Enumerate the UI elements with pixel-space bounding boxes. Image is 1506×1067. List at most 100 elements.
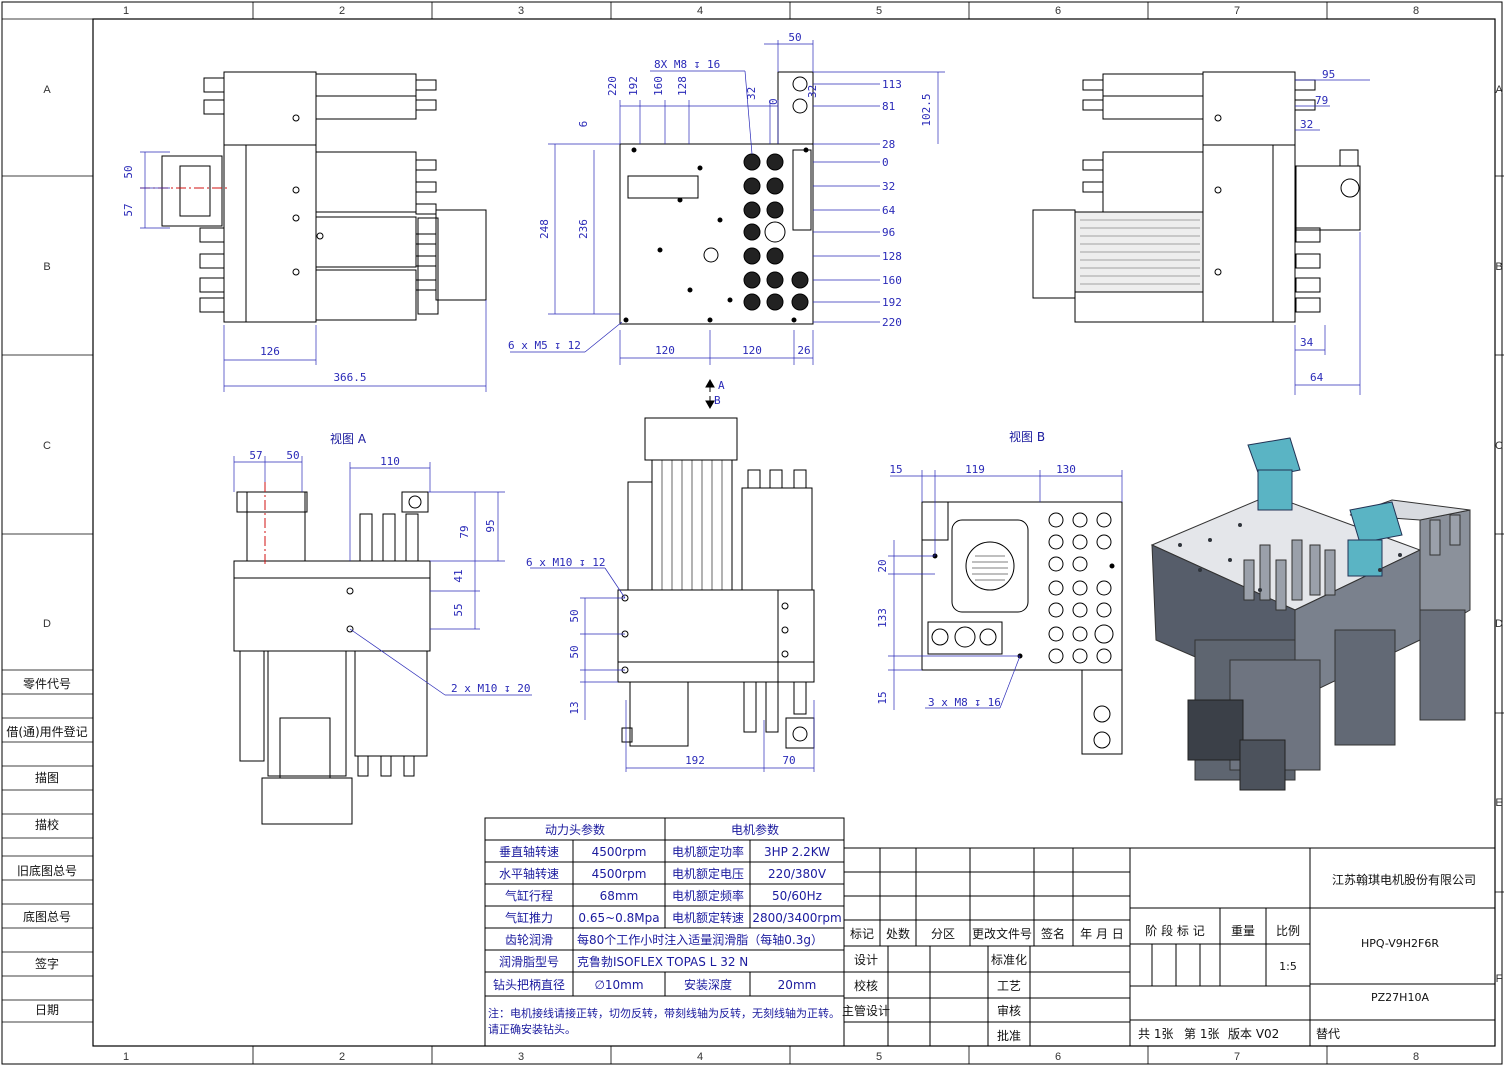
role-label: 工艺	[997, 979, 1021, 993]
dim-label: 50	[788, 31, 801, 44]
side-label-part-code: 零件代号	[23, 677, 71, 691]
lubrication-value: 每80个工作小时注入适量润滑脂（每轴0.3g）	[577, 932, 823, 947]
dim-label: 160	[652, 76, 665, 96]
dim-label: 81	[882, 100, 895, 113]
dim-label: 102.5	[920, 93, 933, 126]
dim-label: 70	[782, 754, 795, 767]
role-label: 批准	[997, 1028, 1021, 1043]
version: 版本 V02	[1228, 1027, 1279, 1041]
side-label-sign: 签字	[35, 956, 59, 971]
param-key: 气缸行程	[505, 888, 553, 903]
param-key: 电机额定功率	[672, 844, 744, 859]
view-b-label: 视图 B	[1009, 429, 1045, 444]
weight-label: 重量	[1231, 924, 1255, 938]
dim-label: 32	[745, 87, 758, 100]
iso-render	[1150, 437, 1471, 791]
dim-label: 96	[882, 226, 895, 239]
side-label-trace-check: 描校	[35, 817, 59, 832]
dims-front	[530, 567, 815, 772]
role-label: 校核	[854, 978, 878, 993]
param-value: 220/380V	[768, 867, 827, 881]
plan-bottom-dims: 120 120 26	[655, 344, 811, 357]
stage-mark: 阶 段 标 记	[1145, 923, 1204, 938]
col-label: 1	[123, 5, 129, 17]
dim-label: 113	[882, 78, 902, 91]
row-labels-right: A B C D E F	[1495, 84, 1503, 985]
dim-label: 28	[882, 138, 895, 151]
row-label: E	[1495, 797, 1502, 809]
role-label: 标准化	[991, 953, 1027, 967]
callout-m8: 8X M8 ↧ 16	[654, 58, 720, 71]
param-value: 50/60Hz	[772, 889, 822, 903]
param-key: 垂直轴转速	[499, 844, 559, 859]
dim-label: 366.5	[333, 371, 366, 384]
plan-view	[619, 71, 814, 325]
param-value: 4500rpm	[592, 867, 647, 881]
motor-params-title: 电机参数	[731, 822, 779, 837]
dim-label: 192	[627, 76, 640, 96]
dim-label: 220	[882, 316, 902, 329]
company-name: 江苏翰琪电机股份有限公司	[1332, 872, 1476, 887]
front-view	[617, 417, 815, 749]
col-label: 5	[876, 1051, 882, 1063]
rev-header: 签名	[1041, 926, 1065, 941]
param-value: 2800/3400rpm	[752, 911, 841, 925]
dim-label: 128	[882, 250, 902, 263]
dims-view-b	[888, 470, 1123, 710]
dim-label: 32	[1300, 118, 1313, 131]
param-value: 20mm	[778, 978, 817, 992]
title-block-grid	[844, 847, 1495, 1046]
dim-label: 64	[1310, 371, 1324, 384]
side-label-base: 底图总号	[23, 909, 71, 924]
col-label: 2	[339, 5, 345, 17]
col-label: 7	[1234, 1051, 1240, 1063]
scale-label: 比例	[1276, 924, 1300, 938]
view-a-label: 视图 A	[330, 431, 367, 446]
dim-label: 34	[1300, 336, 1314, 349]
dim-label: 41	[452, 569, 465, 582]
dim-label: 15	[889, 463, 902, 476]
dim-label: 248	[538, 219, 551, 239]
replace-label: 替代	[1316, 1027, 1340, 1041]
note-line-2: 请正确安装钻头。	[488, 1022, 576, 1036]
side-table	[2, 693, 93, 1023]
param-value: 4500rpm	[592, 845, 647, 859]
dim-label: 57	[249, 449, 262, 462]
rev-header: 处数	[886, 926, 910, 941]
dim-label: 55	[452, 603, 465, 616]
column-grid	[2, 2, 1328, 1064]
plan-left-dims: 6 248 236	[538, 121, 590, 239]
callout-m5: 6 x M5 ↧ 12	[508, 339, 581, 352]
param-key: 电机额定转速	[672, 910, 744, 925]
dim-label: 119	[965, 463, 985, 476]
dim-label: 15	[876, 691, 889, 704]
arrow-a: A	[718, 379, 725, 392]
dim-label: 57	[122, 203, 135, 216]
param-key: 电机额定频率	[672, 888, 744, 903]
dim-label: 236	[577, 219, 590, 239]
role-label: 主管设计	[842, 1003, 890, 1018]
dims-view-a	[233, 456, 532, 696]
view-a	[233, 491, 431, 825]
dims-right-view	[1294, 79, 1370, 395]
param-value: 68mm	[600, 889, 639, 903]
dim-label: 120	[655, 344, 675, 357]
param-key: 电机额定电压	[672, 866, 744, 881]
column-labels-top: 1 2 3 4 5 6 7 8	[123, 5, 1419, 17]
dim-label: 50	[286, 449, 299, 462]
model-number: HPQ-V9H2F6R	[1361, 937, 1439, 950]
side-elevation-left	[161, 71, 487, 323]
grease-value: 克鲁勃ISOFLEX TOPAS L 32 N	[577, 955, 748, 969]
dim-label: 110	[380, 455, 400, 468]
param-key: 润滑脂型号	[499, 954, 559, 969]
rev-header: 标记	[850, 927, 874, 941]
dim-label: 13	[568, 701, 581, 714]
dim-label: 220	[606, 76, 619, 96]
sheet-total: 共 1张	[1138, 1027, 1173, 1041]
rev-header: 分区	[931, 927, 955, 941]
note-line-1: 注：电机接线请接正转，切勿反转，带刻线轴为反转，无刻线轴为正转。	[488, 1006, 840, 1020]
row-label: A	[1495, 84, 1503, 96]
row-label: A	[43, 84, 51, 96]
dim-label: 133	[876, 608, 889, 628]
col-label: 2	[339, 1051, 345, 1063]
